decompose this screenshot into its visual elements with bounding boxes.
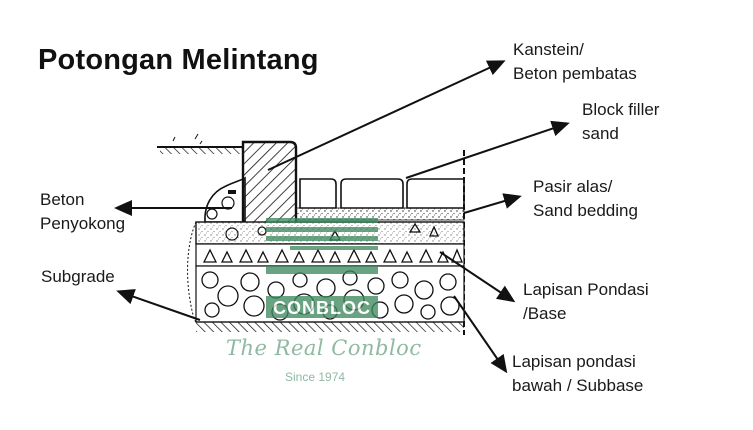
sand-bedding-layer <box>295 207 465 221</box>
kanstein-curb <box>241 140 298 226</box>
arrow-base <box>439 251 516 303</box>
arrow-filler-sand <box>405 120 570 179</box>
beton-penyokong-shape <box>204 176 246 223</box>
ground-surface <box>157 133 243 154</box>
watermark-brand-script: The Real Conbloc <box>226 336 422 360</box>
arrow-sand-bedding <box>463 193 522 214</box>
leader-lines <box>114 60 570 374</box>
conbloc-logo-watermark: CONBLOC <box>266 218 378 318</box>
arrow-subgrade <box>116 289 201 321</box>
label-subbase: Lapisan pondasi bawah / Subbase <box>512 352 644 395</box>
base-layer <box>195 222 465 267</box>
paving-blocks <box>299 150 465 335</box>
svg-text:CONBLOC: CONBLOC <box>273 298 371 318</box>
diagram-title: Potongan Melintang <box>38 44 319 76</box>
arrow-subbase <box>453 295 508 374</box>
label-sand-bedding: Pasir alas/ Sand bedding <box>533 177 638 220</box>
label-base: Lapisan Pondasi /Base <box>523 280 649 323</box>
label-beton-penyokong: Beton Penyokong <box>40 190 126 233</box>
arrow-kanstein <box>267 60 506 171</box>
label-block-filler-sand: Block filler sand <box>582 100 660 143</box>
label-subgrade: Subgrade <box>41 267 115 286</box>
label-kanstein: Kanstein/ Beton pembatas <box>513 40 637 83</box>
watermark-since: Since 1974 <box>285 370 346 384</box>
